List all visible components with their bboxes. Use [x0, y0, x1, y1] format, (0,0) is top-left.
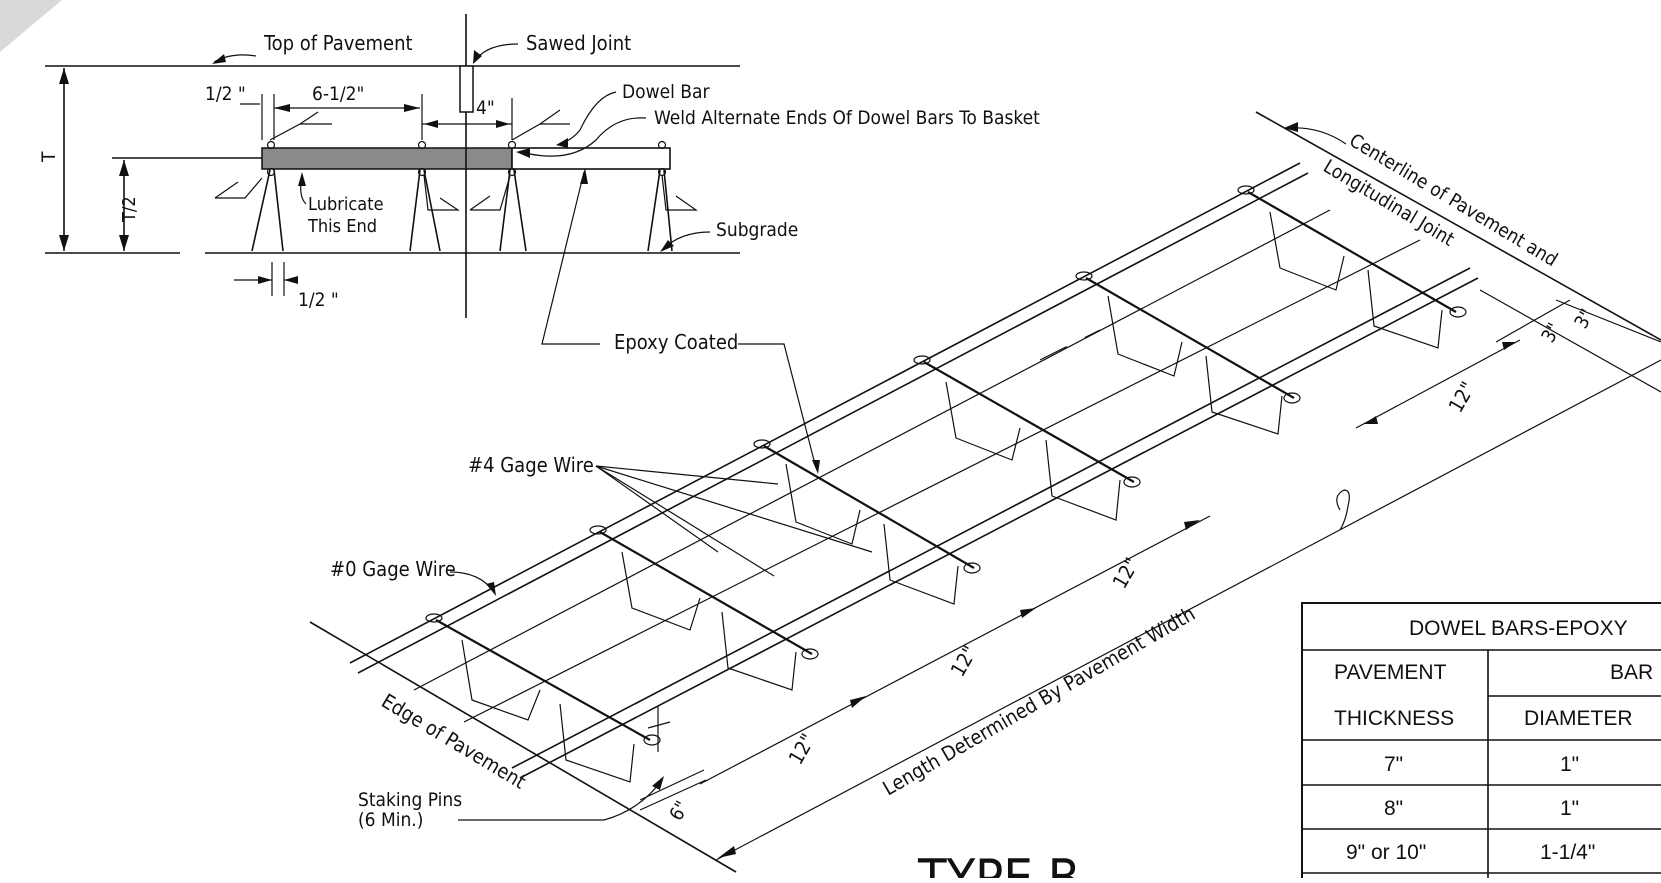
label-length-note: Length Determined By Pavement Width	[879, 601, 1200, 800]
sawed-joint-slot	[459, 65, 474, 113]
dim-T: T	[38, 151, 60, 163]
table-cell-diameter: 1"	[1560, 797, 1579, 820]
label-edge-of-pavement: Edge of Pavement	[377, 689, 530, 794]
dim-12-a: 12"	[784, 730, 820, 769]
label-staking-pins-2: (6 Min.)	[358, 809, 423, 831]
label-gage-wire-0: #0 Gage Wire	[330, 557, 456, 581]
label-dowel-bar: Dowel Bar	[622, 81, 710, 103]
dowel-table: DOWEL BARS-EPOXY PAVEMENT THICKNESS BAR …	[1301, 602, 1661, 883]
label-lubricate-2: This End	[307, 216, 377, 237]
label-lubricate-1: Lubricate	[308, 194, 384, 215]
dowel-bar-open	[511, 147, 671, 170]
dim-12-b: 12"	[946, 642, 982, 681]
table-cell-thickness: 9" or 10"	[1346, 841, 1426, 864]
label-gage-wire-4: #4 Gage Wire	[468, 453, 594, 477]
table-cell-thickness: 8"	[1384, 797, 1403, 820]
label-epoxy-coated: Epoxy Coated	[614, 330, 738, 354]
dim-T-half: T/2	[119, 196, 140, 223]
dim-12-c: 12"	[1108, 554, 1144, 593]
dim-3-a: 3"	[1537, 319, 1565, 346]
dim-3-b: 3"	[1570, 305, 1598, 332]
dim-four: 4"	[476, 97, 495, 119]
table-title: DOWEL BARS-EPOXY	[1409, 617, 1628, 640]
table-cell-thickness: 7"	[1384, 753, 1403, 776]
label-weld-note: Weld Alternate Ends Of Dowel Bars To Bas…	[654, 107, 1040, 129]
dim-half-inch-top: 1/2 "	[205, 83, 246, 105]
dim-6: 6"	[665, 797, 693, 824]
label-sawed-joint: Sawed Joint	[526, 31, 631, 55]
dowel-bar-lubricated	[261, 147, 513, 170]
table-header-col2-1: BAR	[1610, 661, 1653, 684]
table-header-col1-1: PAVEMENT	[1334, 661, 1447, 684]
table-cell-diameter: 1-1/4"	[1540, 841, 1595, 864]
label-type: TYPE B	[917, 849, 1080, 878]
table-cell-diameter: 1"	[1560, 753, 1579, 776]
section-detail: T T/2 1/2 "	[38, 14, 1040, 474]
table-header-col2-2: DIAMETER	[1524, 707, 1633, 730]
dim-12-d: 12"	[1444, 378, 1480, 417]
label-staking-pins-1: Staking Pins	[358, 789, 462, 811]
label-subgrade: Subgrade	[716, 219, 798, 241]
dim-six-half: 6-1/2"	[312, 83, 364, 105]
label-top-of-pavement: Top of Pavement	[263, 31, 413, 55]
dim-half-inch-bottom: 1/2 "	[298, 289, 339, 311]
table-header-col1-2: THICKNESS	[1334, 707, 1454, 730]
page-corner-fold	[0, 0, 62, 52]
